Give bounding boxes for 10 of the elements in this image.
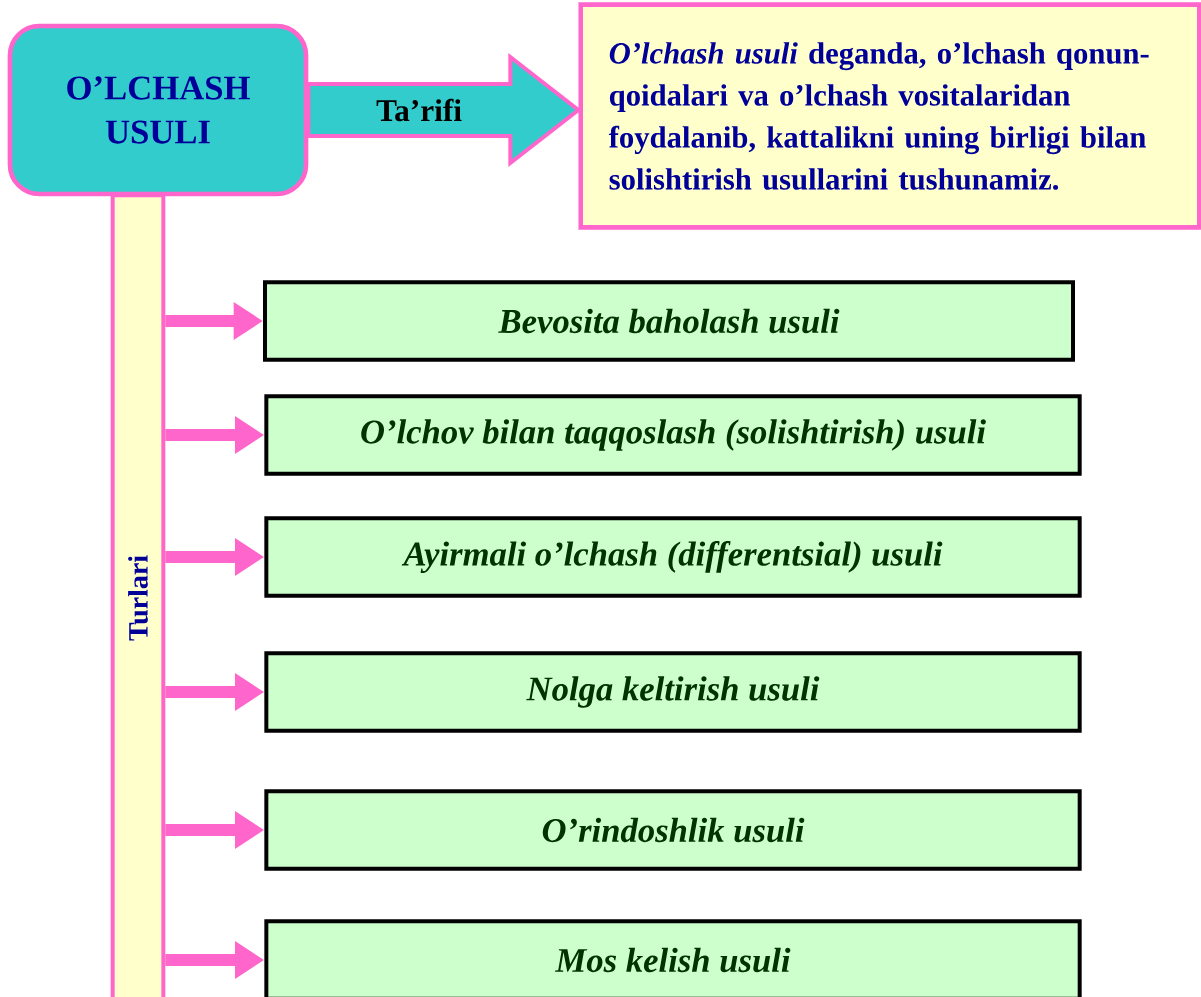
edge-label: Ta’rifi bbox=[373, 96, 465, 124]
method-box: O’lchov bilan taqqoslash (solishtirish) usuli bbox=[264, 394, 1082, 476]
method-box: Ayirmali o’lchash (differentsial) usuli bbox=[264, 516, 1082, 598]
method-box: O’rindoshlik usuli bbox=[264, 789, 1082, 871]
vertical-band: Turlari bbox=[110, 193, 166, 997]
definition-box: O’lchash usuli deganda, o’lchash qonun-qoidalari va o’lchash vositalaridan foydalanib, kattalikni uning birligi bilan solishtirish usullarini tushunamiz. bbox=[578, 2, 1201, 230]
header-box: O’LCHASH USULI bbox=[7, 23, 309, 197]
method-box: Nolga keltirish usuli bbox=[264, 651, 1082, 733]
method-box: Mos kelish usuli bbox=[264, 919, 1082, 997]
method-box: Bevosita baholash usuli bbox=[263, 280, 1075, 362]
